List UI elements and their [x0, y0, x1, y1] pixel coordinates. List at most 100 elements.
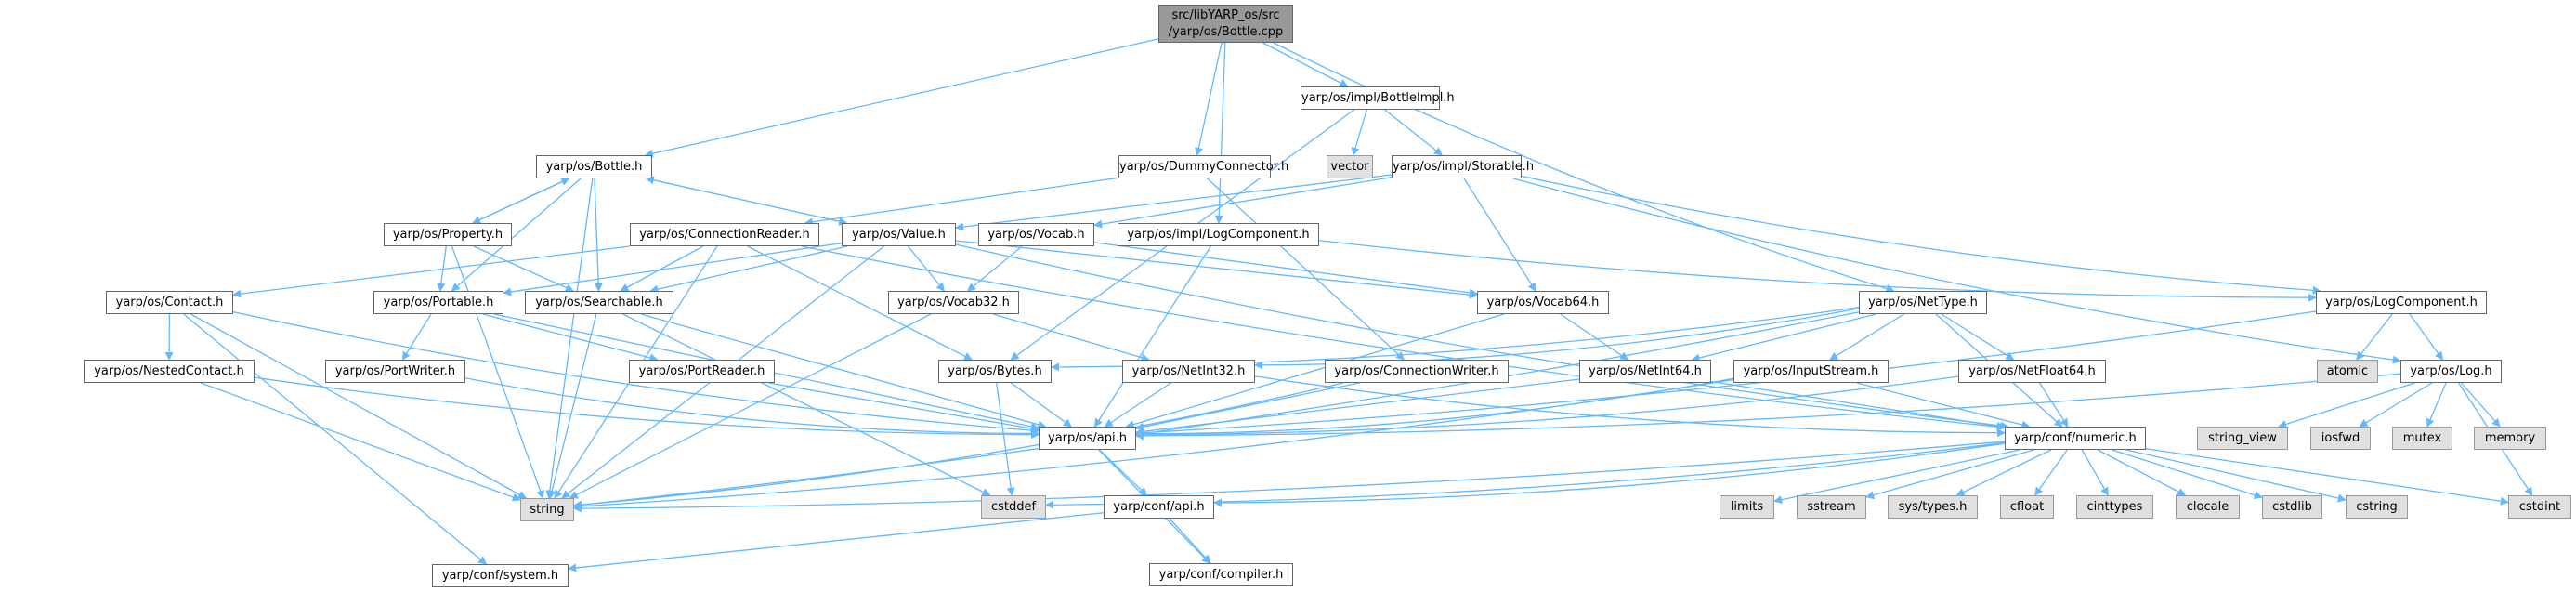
- edge-nettype-to-netint64: [1691, 313, 1876, 362]
- edge-vocab32-to-netint32: [993, 313, 1150, 362]
- node-dummy[interactable]: yarp/os/DummyConnector.h: [1118, 155, 1288, 178]
- edge-contact-to-osapi: [232, 310, 1040, 435]
- edge-numeric-to-limits: [1773, 449, 2020, 505]
- edge-value-to-vocab32: [908, 245, 945, 292]
- edge-netfloat64-to-numeric: [2039, 382, 2069, 428]
- edge-storable-to-vocab: [1093, 177, 1393, 229]
- edge-log-to-osapi: [1135, 373, 2401, 441]
- edge-portable-to-portreader: [482, 313, 659, 362]
- edge-netint64-to-numeric: [1710, 380, 2006, 430]
- edge-property-to-bottle: [472, 178, 570, 224]
- edge-numeric-to-sstream: [1865, 449, 2034, 500]
- edge-bottleimpl-to-storable: [1384, 109, 1444, 156]
- node-searchable[interactable]: yarp/os/Searchable.h: [525, 291, 673, 314]
- edge-inputstream-to-string: [573, 379, 1734, 511]
- node-portwriter[interactable]: yarp/os/PortWriter.h: [325, 360, 465, 383]
- node-numeric[interactable]: yarp/conf/numeric.h: [2005, 427, 2146, 450]
- edge-root-to-impllog: [1214, 42, 1226, 224]
- node-vocab64[interactable]: yarp/os/Vocab64.h: [1477, 291, 1609, 314]
- node-portreader[interactable]: yarp/os/PortReader.h: [629, 360, 775, 383]
- edge-searchable-to-osapi: [640, 313, 1047, 429]
- edge-contact-to-system: [183, 313, 488, 565]
- edge-inputstream-to-osapi: [1135, 377, 1734, 439]
- edge-impllog-to-logcomp: [1318, 240, 2317, 302]
- node-clocale: clocale: [2176, 495, 2240, 519]
- edge-connreader-to-bytes: [747, 245, 974, 361]
- node-property[interactable]: yarp/os/Property.h: [384, 223, 512, 246]
- node-sstream: sstream: [1797, 495, 1866, 519]
- node-atomic: atomic: [2317, 360, 2378, 383]
- edge-root-to-bottleimpl: [1262, 42, 1349, 87]
- node-logcomp[interactable]: yarp/os/LogComponent.h: [2316, 291, 2487, 314]
- node-connwriter[interactable]: yarp/os/ConnectionWriter.h: [1325, 360, 1509, 383]
- edge-numeric-to-cstdint: [2145, 448, 2509, 506]
- node-iosfwd: iosfwd: [2310, 427, 2371, 450]
- node-bottle[interactable]: yarp/os/Bottle.h: [536, 155, 652, 178]
- node-string: string: [520, 498, 574, 521]
- node-value[interactable]: yarp/os/Value.h: [842, 223, 956, 246]
- node-netint32[interactable]: yarp/os/NetInt32.h: [1122, 360, 1255, 383]
- edge-searchable-to-cstddef: [622, 313, 991, 496]
- edge-numeric-to-systypes: [1955, 449, 2052, 496]
- edge-bottle-to-string: [545, 178, 594, 499]
- node-cstddef: cstddef: [981, 495, 1046, 519]
- node-connreader[interactable]: yarp/os/ConnectionReader.h: [630, 223, 819, 246]
- edge-value-to-bottle: [645, 176, 847, 224]
- node-bytes[interactable]: yarp/os/Bytes.h: [938, 360, 1052, 383]
- node-contact[interactable]: yarp/os/Contact.h: [106, 291, 233, 314]
- edge-property-to-string: [451, 245, 544, 499]
- node-netint64[interactable]: yarp/os/NetInt64.h: [1579, 360, 1711, 383]
- edge-connwriter-to-osapi: [1135, 382, 1360, 431]
- node-impllog[interactable]: yarp/os/impl/LogComponent.h: [1118, 223, 1319, 246]
- edge-bottle-to-portable: [451, 178, 582, 292]
- edge-portwriter-to-osapi: [464, 377, 1040, 438]
- edge-dummy-to-connwriter: [1207, 178, 1406, 361]
- edge-log-to-mutex: [2426, 382, 2447, 428]
- edge-portable-to-portwriter: [401, 313, 432, 361]
- node-inputstream[interactable]: yarp/os/InputStream.h: [1733, 360, 1889, 383]
- edge-numeric-to-cfloat: [2034, 449, 2068, 496]
- edge-numeric-to-cinttypes: [2081, 449, 2109, 496]
- node-cfloat: cfloat: [2000, 495, 2054, 519]
- node-confapi[interactable]: yarp/conf/api.h: [1104, 495, 1214, 519]
- node-compiler[interactable]: yarp/conf/compiler.h: [1149, 563, 1293, 586]
- node-nested[interactable]: yarp/os/NestedContact.h: [84, 360, 255, 383]
- node-portable[interactable]: yarp/os/Portable.h: [373, 291, 503, 314]
- node-nettype[interactable]: yarp/os/NetType.h: [1859, 291, 1987, 314]
- node-vocab[interactable]: yarp/os/Vocab.h: [978, 223, 1094, 246]
- node-vocab32[interactable]: yarp/os/Vocab32.h: [888, 291, 1019, 314]
- node-cstdint: cstdint: [2508, 495, 2571, 519]
- node-storable[interactable]: yarp/os/impl/Storable.h: [1392, 155, 1534, 178]
- edge-connreader-to-numeric: [801, 245, 2006, 431]
- node-limits: limits: [1720, 495, 1774, 519]
- edge-contact-to-string: [190, 313, 528, 499]
- edge-nettype-to-netfloat64: [1941, 313, 2015, 361]
- edge-nettype-to-string: [573, 311, 1860, 509]
- edge-nettype-to-netint32: [1254, 308, 1860, 370]
- edge-netint32-to-numeric: [1254, 375, 2006, 438]
- edge-bytes-to-cstddef: [996, 382, 1015, 496]
- node-mutex: mutex: [2392, 427, 2452, 450]
- edge-inputstream-to-numeric: [1856, 382, 2031, 429]
- node-osapi[interactable]: yarp/os/api.h: [1039, 427, 1136, 450]
- edge-bytes-to-osapi: [1010, 382, 1072, 428]
- node-cstdlib: cstdlib: [2262, 495, 2322, 519]
- node-netfloat64[interactable]: yarp/os/NetFloat64.h: [1958, 360, 2106, 383]
- root-label-line2: /yarp/os/Bottle.cpp: [1168, 25, 1284, 39]
- node-log[interactable]: yarp/os/Log.h: [2400, 360, 2502, 383]
- edge-logcomp-to-atomic: [2356, 313, 2393, 361]
- edge-connreader-to-searchable: [620, 245, 704, 292]
- edge-logcomp-to-osapi: [1135, 310, 2317, 438]
- edge-vocab64-to-netint64: [1560, 313, 1629, 361]
- edge-connwriter-to-string: [573, 382, 1344, 509]
- root-label-line1: src/libYARP_os/src: [1171, 8, 1280, 22]
- edge-value-to-vocab64: [955, 240, 1478, 299]
- edge-numeric-to-confapi: [1213, 442, 2006, 507]
- edge-confapi-to-compiler: [1169, 518, 1211, 564]
- node-system[interactable]: yarp/conf/system.h: [432, 564, 569, 587]
- root-file-node[interactable]: src/libYARP_os/src /yarp/os/Bottle.cpp: [1158, 5, 1293, 43]
- node-bottleimpl[interactable]: yarp/os/impl/BottleImpl.h: [1301, 86, 1455, 110]
- edge-netfloat64-to-osapi: [1135, 375, 1959, 440]
- edge-value-to-portable: [503, 242, 843, 296]
- edge-vocab32-to-string: [569, 313, 932, 499]
